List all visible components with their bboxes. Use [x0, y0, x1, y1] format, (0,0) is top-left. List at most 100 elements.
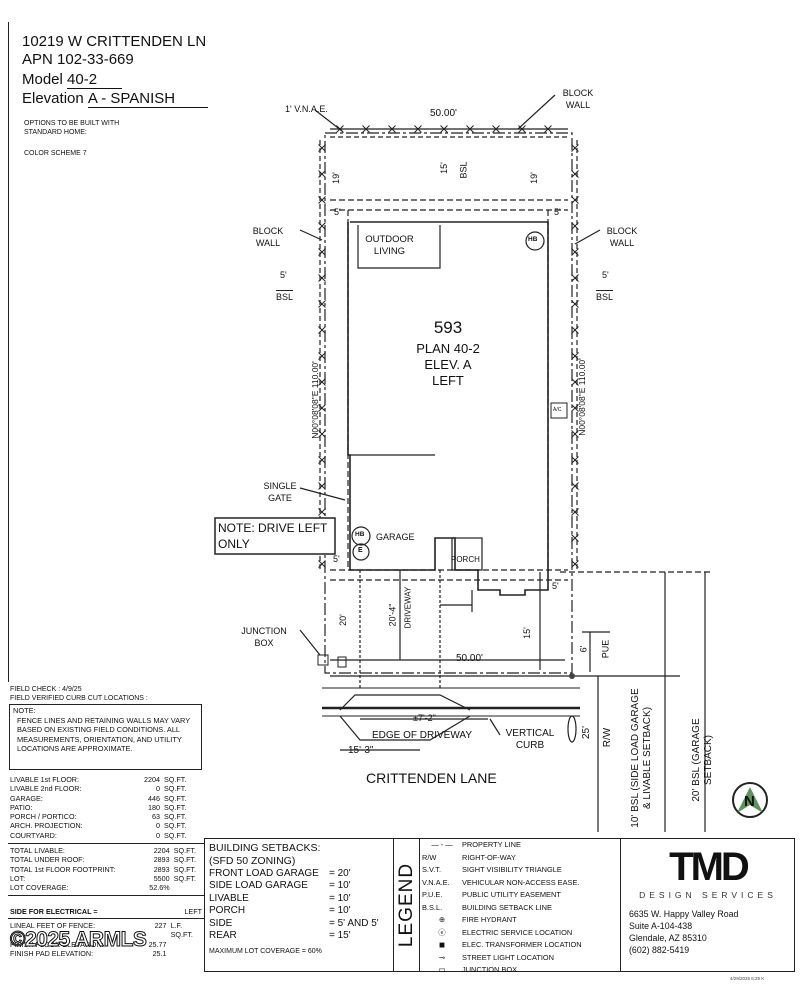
- block-wall-rear-label: BLOCK WALL: [562, 88, 594, 110]
- legend-text: STREET LIGHT LOCATION: [462, 952, 554, 962]
- company-phone: (602) 882-5419: [629, 945, 690, 955]
- setback-row: SIDE = 5' AND 5': [209, 918, 388, 930]
- divider: [8, 843, 204, 844]
- dim-20: 20': [337, 614, 348, 626]
- setback-value: = 10': [329, 905, 351, 917]
- table-cell-unit: SQ.FT.: [163, 830, 187, 840]
- fence-x-mark: [571, 430, 579, 438]
- field-note-title: NOTE:: [13, 706, 36, 715]
- options-note: OPTIONS TO BE BUILT WITH STANDARD HOME:: [24, 120, 120, 136]
- street-name: CRITTENDEN LANE: [366, 770, 497, 786]
- table-cell-label: LOT COVERAGE:: [10, 883, 69, 893]
- table-cell-label: TOTAL LIVABLE:: [10, 846, 65, 855]
- legend-text: ELEC. TRANSFORMER LOCATION: [462, 940, 582, 949]
- table-cell-value: 63: [151, 812, 160, 822]
- junction-box-label: JUNCTION BOX: [241, 626, 287, 648]
- table-cell-unit: [172, 883, 204, 892]
- legend-item: — - —PROPERTY LINE: [422, 839, 620, 852]
- bsl-rear-label: BSL: [458, 161, 469, 179]
- table-row: FINISH PAD ELEVATION:25.1: [8, 949, 204, 958]
- fence-x-mark: [571, 404, 579, 412]
- table-cell-value: 2893: [153, 864, 170, 874]
- model-line: Model 40-2: [22, 71, 123, 89]
- company-address-1: 6635 W. Happy Valley Road: [629, 909, 739, 919]
- legend-text: RIGHT-OF-WAY: [462, 852, 516, 862]
- table-cell-value: 2204: [143, 775, 160, 784]
- table-cell-unit: [169, 940, 204, 949]
- max-coverage: MAXIMUM LOT COVERAGE = 60%: [209, 948, 322, 956]
- fence-x-mark: [571, 248, 579, 256]
- vnae-label: 1' V.N.A.E.: [285, 104, 328, 114]
- fence-x-mark: [318, 508, 326, 516]
- table-cell-value: 227: [154, 921, 167, 930]
- fence-x-mark: [318, 196, 326, 204]
- legend-item: V.N.A.E.VEHICULAR NON-ACCESS EASE.: [422, 877, 620, 890]
- svg-text:N: N: [744, 793, 755, 810]
- table-cell-label: GARAGE:: [10, 793, 43, 803]
- table-cell-unit: SQ.FT.: [173, 864, 197, 874]
- side-setback-note: 10' BSL (SIDE LOAD GARAGE & LIVABLE SETB…: [630, 688, 653, 828]
- fence-x-mark: [571, 508, 579, 516]
- edge-of-driveway-label: EDGE OF DRIVEWAY: [372, 730, 473, 741]
- setback-row: FRONT LOAD GARAGE= 20': [209, 868, 388, 880]
- dim-top-width: 50.00': [430, 108, 457, 119]
- setback-label: SIDE LOAD GARAGE: [209, 880, 308, 892]
- left-border: [8, 22, 9, 682]
- fence-x-mark: [571, 482, 579, 490]
- setback-label: SIDE: [209, 917, 233, 929]
- lot-number: 593: [433, 318, 463, 337]
- fence-x-mark: [571, 456, 579, 464]
- setbacks-box: BUILDING SETBACKS: (SFD 50 ZONING) FRONT…: [204, 838, 394, 972]
- dim-5-front-right: 5': [552, 581, 559, 591]
- setback-row: PORCH = 10': [209, 905, 388, 917]
- hose-bib-rear: HB: [528, 236, 538, 243]
- fence-x-mark: [571, 144, 579, 152]
- plan-elevation: ELEV. A: [424, 357, 472, 372]
- company-name: DESIGN SERVICES: [639, 890, 777, 900]
- fence-x-mark: [544, 125, 552, 133]
- property-line: [324, 132, 573, 674]
- setback-row: LIVABLE= 10': [209, 893, 388, 905]
- garage-setback-note: 20' BSL (GARAGE SETBACK): [691, 718, 714, 802]
- driveway-label: DRIVEWAY: [403, 586, 413, 629]
- rw-label: R/W: [602, 727, 614, 748]
- fence-x-mark: [571, 534, 579, 542]
- note-box: [214, 517, 336, 555]
- company-block: TMD DESIGN SERVICES 6635 W. Happy Valley…: [620, 838, 795, 972]
- setback-value: = 5' AND 5': [329, 917, 379, 929]
- legend-item: ▭JUNCTION BOX: [422, 964, 620, 977]
- table-cell-value: 446: [147, 793, 160, 803]
- fence-x-mark: [318, 144, 326, 152]
- garage-label: GARAGE: [376, 532, 415, 542]
- block-wall-right-label: BLOCK WALL: [606, 226, 638, 248]
- dim-5-left-top: 5': [334, 207, 341, 217]
- table-cell-value: 2204: [153, 846, 170, 855]
- table-cell-unit: [169, 949, 204, 958]
- setback-label: PORCH: [209, 905, 246, 917]
- legend-title-cell: LEGEND: [394, 838, 420, 972]
- block-wall-left-label: BLOCK WALL: [252, 226, 284, 248]
- table-row: FINISH FLOOR ELEVATION:25.77: [8, 940, 204, 949]
- fence-x-mark: [571, 560, 579, 568]
- fence-x-mark: [571, 274, 579, 282]
- table-cell-unit: SQ.FT.: [173, 855, 197, 865]
- side-setback-right-dim: 5': [602, 270, 609, 280]
- legend-text: ELECTRIC SERVICE LOCATION: [462, 927, 573, 937]
- legend-jbox-icon: ▭: [438, 965, 446, 974]
- right-bearing: N00°08'08"E 110.00': [577, 358, 587, 436]
- fence-x-mark: [414, 125, 422, 133]
- legend-item: ◼ELEC. TRANSFORMER LOCATION: [422, 939, 620, 952]
- fence-x-mark: [440, 125, 448, 133]
- legend-abbr: B.S.L.: [422, 902, 443, 912]
- table-cell-label: PATIO:: [10, 802, 33, 812]
- fence-x-mark: [318, 274, 326, 282]
- legend-item: P.U.E.PUBLIC UTILITY EASEMENT: [422, 889, 620, 902]
